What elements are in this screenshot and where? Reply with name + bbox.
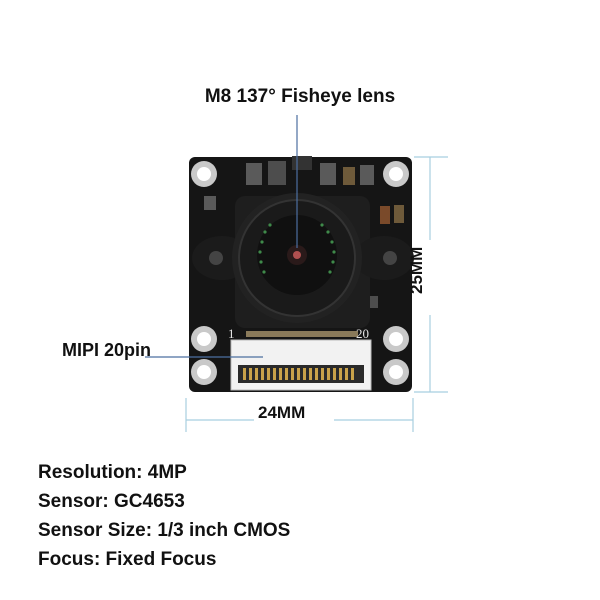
spec-focus: Focus: Fixed Focus (38, 549, 217, 570)
height-label: 25MM (407, 246, 426, 294)
lens-reflections (258, 223, 336, 274)
lens-callout: M8 137° Fisheye lens (204, 86, 396, 107)
width-label: 24MM (258, 403, 306, 422)
pin-20-label: 20 (356, 326, 369, 341)
fpc-pin-strip (246, 331, 358, 337)
spec-sensor: Sensor: GC4653 (38, 491, 185, 512)
connector-callout: MIPI 20pin (62, 340, 152, 360)
height-dimension (414, 156, 448, 393)
spec-resolution: Resolution: 4MP (38, 462, 187, 483)
pin-1-label: 1 (228, 326, 235, 341)
width-dimension (185, 398, 414, 432)
lens-center (293, 251, 301, 259)
mounting-holes (191, 161, 409, 385)
spec-sensor-size: Sensor Size: 1/3 inch CMOS (38, 520, 291, 541)
